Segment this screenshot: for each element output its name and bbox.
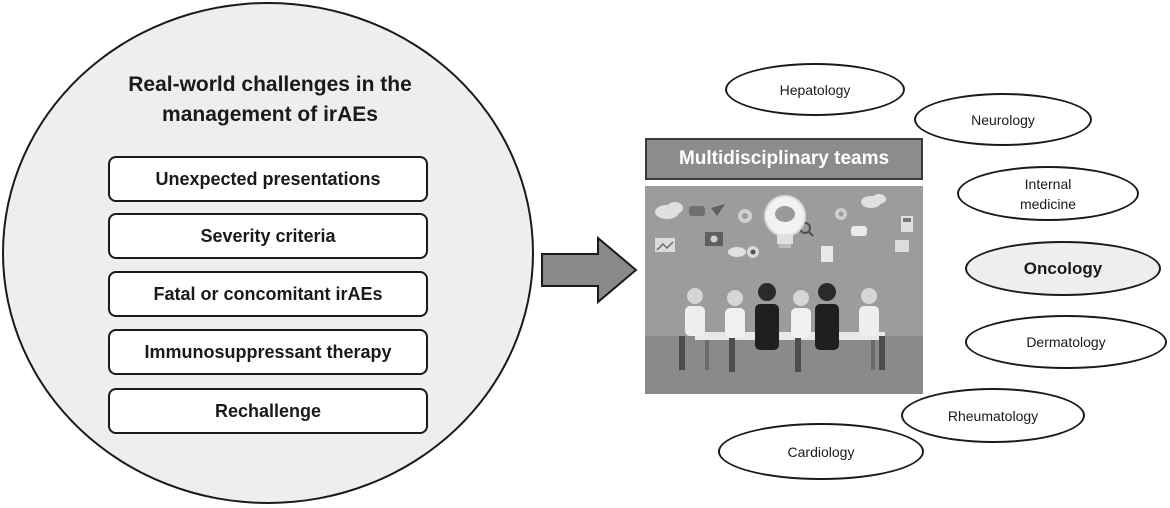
right-arrow-icon (541, 236, 638, 304)
person-figure (859, 288, 885, 370)
photo-icon (705, 232, 723, 246)
person-figure (815, 283, 839, 350)
challenges-title-line2: management of irAEs (162, 103, 378, 126)
teams-title: Multidisciplinary teams (645, 138, 923, 180)
challenge-box-fatal-concomitant: Fatal or concomitant irAEs (108, 271, 428, 317)
team-meeting-illustration (645, 186, 923, 394)
internal-medicine-line1: Internal (1024, 175, 1072, 192)
challenge-box-immunosuppressant-therapy: Immunosuppressant therapy (108, 329, 428, 375)
target-icon (747, 246, 759, 258)
calculator-icon (901, 216, 913, 232)
challenges-title: Real-world challenges in the management … (90, 70, 450, 130)
specialty-oncology: Oncology (965, 241, 1161, 296)
meeting-table (695, 332, 885, 370)
cloud-icon (728, 247, 746, 257)
specialty-neurology: Neurology (914, 93, 1092, 146)
specialty-cardiology: Cardiology (718, 423, 924, 480)
gear-icon (738, 209, 752, 223)
challenges-title-line1: Real-world challenges in the (128, 73, 412, 96)
person-figure (679, 288, 705, 370)
challenge-box-rechallenge: Rechallenge (108, 388, 428, 434)
cloud-icon (861, 194, 886, 208)
internal-medicine-line2: medicine (1019, 195, 1077, 212)
person-figure (725, 290, 745, 372)
lightbulb-brain-icon (764, 195, 806, 248)
image-icon (655, 238, 675, 252)
specialty-internal-medicine: Internal medicine (957, 166, 1139, 221)
gear-icon (835, 208, 847, 220)
challenge-box-unexpected-presentations: Unexpected presentations (108, 156, 428, 202)
paper-plane-icon (711, 204, 725, 216)
person-figure (791, 290, 811, 372)
challenge-box-severity-criteria: Severity criteria (108, 213, 428, 259)
chart-icon (895, 240, 909, 252)
person-figure (755, 283, 779, 350)
specialty-hepatology: Hepatology (725, 63, 905, 116)
document-icon (821, 246, 833, 262)
chat-bubble-icon (689, 206, 705, 216)
chat-bubble-icon (851, 226, 867, 236)
specialty-rheumatology: Rheumatology (901, 388, 1085, 443)
cloud-icon (655, 202, 683, 219)
specialty-dermatology: Dermatology (965, 315, 1167, 369)
